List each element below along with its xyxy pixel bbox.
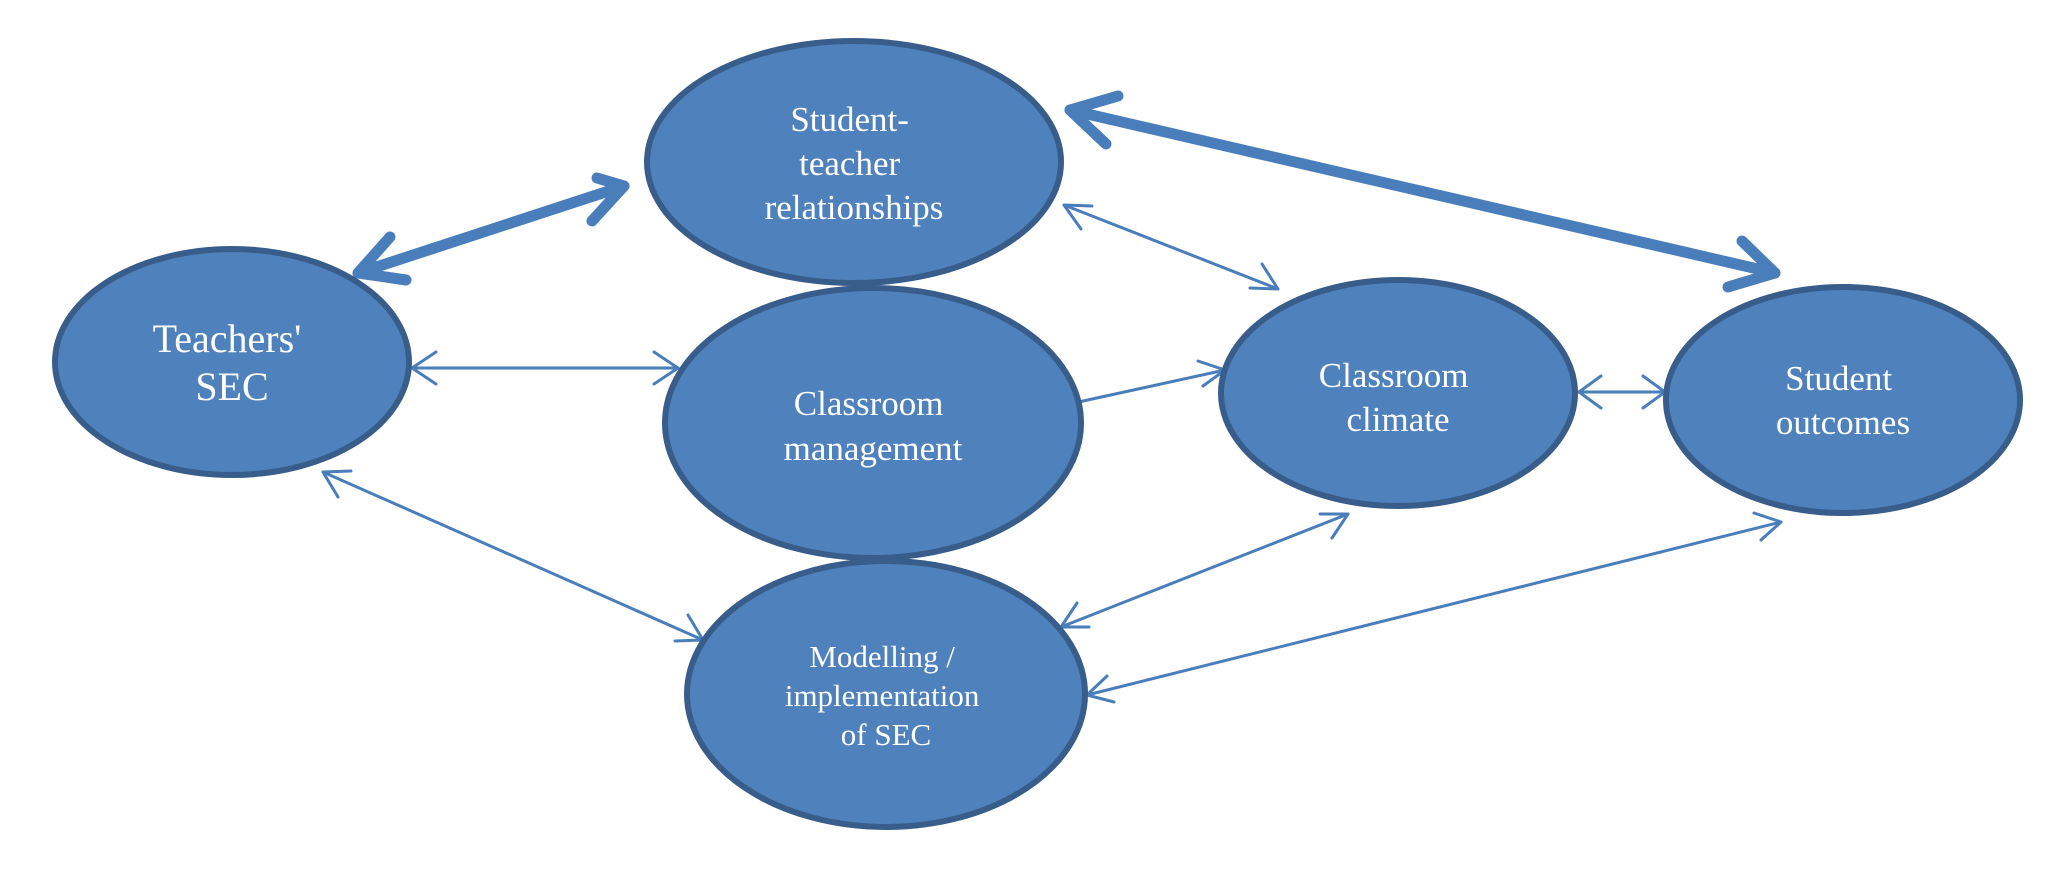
node-label-line: SEC: [195, 364, 268, 409]
node-label-line: Classroom: [1319, 356, 1469, 395]
svg-text:Classroom management: Classroom management: [784, 384, 963, 468]
node-label-line: implementation: [785, 678, 980, 713]
node-classroom-climate: Classroom climate: [1218, 277, 1578, 509]
edge-teachers-sec-classroom-management: [410, 350, 680, 386]
node-label-line: relationships: [765, 188, 944, 227]
node-label-line: Modelling /: [809, 639, 955, 674]
node-modelling-implementation-of-sec: Modelling / implementation of SEC: [684, 558, 1088, 830]
edge-classroom-climate-student-outcomes: [1577, 374, 1667, 410]
node-label-line: Student: [1785, 359, 1892, 398]
node-label-line: teacher: [799, 144, 900, 183]
svg-text:Student outcomes: Student outcomes: [1776, 359, 1910, 442]
svg-text:Classroom climate: Classroom climate: [1319, 356, 1477, 439]
node-label-line: Teachers': [153, 316, 302, 361]
edge-student-teacher-relationships-classroom-climate: [1062, 203, 1280, 291]
node-label-line: of SEC: [841, 717, 931, 752]
edge-teachers-sec-modelling-implementation: [321, 469, 705, 643]
node-label-line: Student-: [790, 100, 909, 139]
edge-modelling-implementation-student-outcomes: [1085, 511, 1783, 704]
svg-text:Modelling / implementati: Modelling / implementation of SEC: [785, 639, 987, 752]
node-label-line: outcomes: [1776, 403, 1910, 442]
node-teachers-sec: Teachers' SEC: [52, 246, 412, 478]
node-student-outcomes: Student outcomes: [1663, 284, 2023, 516]
node-label-line: climate: [1346, 400, 1449, 439]
svg-text:Teachers' SEC: Teachers' SEC: [153, 316, 312, 409]
node-label-line: management: [784, 429, 963, 468]
edge-student-teacher-relationships-student-outcomes: [1064, 90, 1781, 293]
node-label-line: Classroom: [794, 384, 944, 423]
node-classroom-management: Classroom management: [662, 285, 1084, 561]
edge-teachers-sec-student-teacher-relationships: [352, 172, 630, 286]
edge-modelling-implementation-classroom-climate: [1059, 512, 1350, 629]
node-student-teacher-relationships: Student- teacher relationships: [644, 38, 1064, 286]
svg-text:Student- teacher r: Student- teacher relationships: [765, 100, 944, 227]
